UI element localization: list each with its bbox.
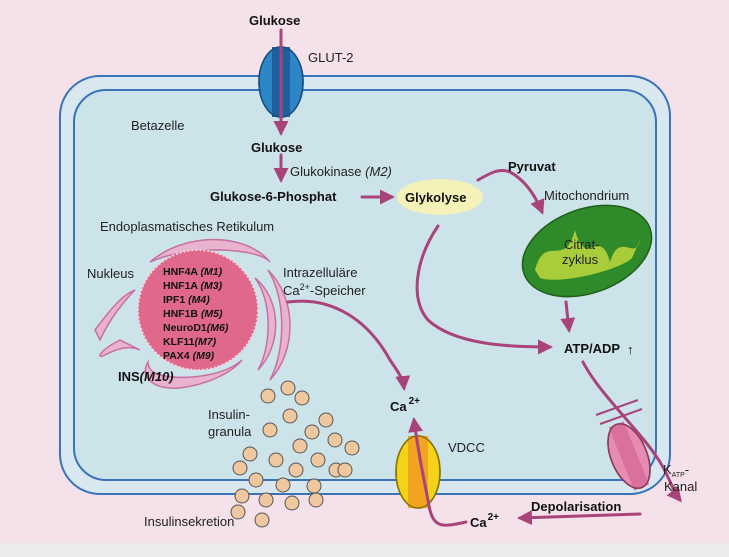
gene-4: NeuroD1(M6) (163, 322, 229, 334)
nucleus (137, 249, 259, 371)
arrow-glykolyse-atp (415, 224, 553, 355)
label-citrat-1: Citrat- (564, 237, 599, 252)
arrow-depol-ca (517, 510, 642, 526)
gene-list: HNF4A (M1) HNF1A (M3) IPF1 (M4) HNF1B (M… (163, 266, 229, 362)
arrow-ca-vdcc-in (408, 417, 468, 527)
label-katp-2: Kanal (664, 479, 697, 494)
vdcc-channel (395, 435, 441, 509)
glykolyse-node (397, 179, 483, 215)
label-intra-2: Ca2+-Speicher (283, 282, 366, 298)
label-glykolyse: Glykolyse (405, 190, 466, 205)
arrow-mito-atp (560, 300, 576, 333)
label-betazelle: Betazelle (131, 118, 184, 133)
label-vdcc: VDCC (448, 440, 485, 455)
gene-2: IPF1 (M4) (163, 294, 210, 306)
mitochondrion (521, 204, 653, 298)
label-glucose-top: Glukose (249, 13, 300, 28)
gene-6: PAX4 (M9) (163, 350, 215, 362)
label-intra-1: Intrazelluläre (283, 265, 357, 280)
label-glut2: GLUT-2 (308, 50, 354, 65)
label-g6p: Glukose-6-Phosphat (210, 189, 337, 204)
arrow-er-ca (286, 299, 411, 391)
label-nukleus: Nukleus (87, 266, 134, 281)
bottom-strip (0, 543, 729, 557)
gene-3: HNF1B (M5) (163, 308, 223, 320)
gene-5: KLF11(M7) (163, 336, 217, 348)
pathway-arrows (273, 28, 682, 527)
arrow-glykolyse-pyruvat (476, 168, 545, 215)
endoplasmic-reticulum (94, 238, 291, 389)
arrow-atp-katp (581, 360, 682, 503)
label-depolarisation: Depolarisation (531, 499, 621, 514)
label-pyruvat: Pyruvat (508, 159, 556, 174)
label-mitochondrium: Mitochondrium (544, 188, 629, 203)
label-ca-bottom: Ca2+ (470, 512, 499, 530)
insulin-granules (230, 380, 360, 528)
katp-channel (595, 399, 651, 491)
label-insulin-1: Insulin- (208, 407, 250, 422)
label-insulinsekretion: Insulinsekretion (144, 514, 234, 529)
gene-0: HNF4A (M1) (163, 266, 223, 278)
gene-1: HNF1A (M3) (163, 280, 223, 292)
label-er: Endoplasmatisches Retikulum (100, 219, 274, 234)
atp-up-arrow: ↑ (627, 342, 634, 357)
label-atp-adp: ATP/ADP (564, 341, 620, 356)
label-insulin-2: granula (208, 424, 252, 439)
label-katp-1: KATP- (663, 462, 689, 479)
label-citrat-2: zyklus (562, 252, 599, 267)
label-glucose-inside: Glukose (251, 140, 302, 155)
label-glukokinase: Glukokinase (M2) (290, 164, 392, 179)
label-ins: INS(M10) (118, 369, 174, 384)
cell-membrane-inner (73, 89, 657, 481)
